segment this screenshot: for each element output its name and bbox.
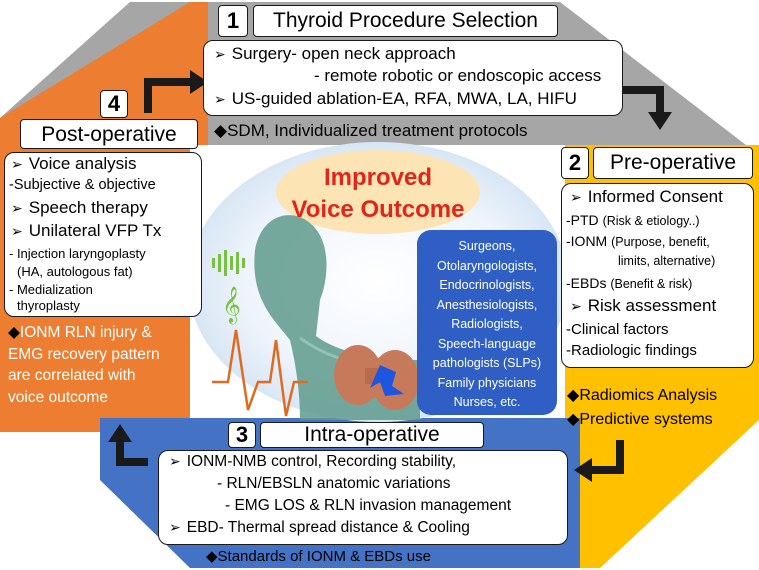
- specialists-panel: [417, 230, 557, 415]
- section-3-title: Intra-operative: [260, 422, 484, 448]
- section-4-title: Post-operative: [20, 119, 198, 149]
- s2-line-2b: (Purpose, benefit,: [611, 235, 710, 249]
- s2-line-4: -Clinical factors: [566, 321, 669, 338]
- s2-note-1: Radiomics Analysis: [579, 387, 718, 404]
- s4-note-3: are correlated with: [8, 367, 136, 384]
- diamond-icon: ◆: [214, 121, 228, 140]
- section-4-number: 4: [100, 90, 128, 118]
- s2-line-3a: -EBDs: [566, 275, 607, 291]
- section-1-content: ➢ Surgery- open neck approach - remote ro…: [203, 40, 623, 116]
- s1-note: SDM, Individualized treatment protocols: [227, 121, 528, 140]
- s4-line-4: Unilateral VFP Tx: [28, 221, 162, 240]
- s2-note-2: Predictive systems: [579, 411, 713, 428]
- specialist-item: Nurses, etc.: [453, 395, 521, 409]
- specialist-item: Endocrinologists,: [439, 278, 535, 292]
- specialist-item: pathologists (SLPs): [432, 356, 542, 370]
- bullet-arrow-icon: ➢: [214, 46, 226, 62]
- s4-note-4: voice outcome: [8, 388, 108, 406]
- specialist-item: Otolaryngologists,: [436, 258, 538, 273]
- specialist-item: Surgeons,: [458, 239, 516, 253]
- section-4-content: ➢Voice analysis -Subjective & objective …: [4, 152, 202, 317]
- s1-line-2: - remote robotic or endoscopic access: [314, 66, 602, 85]
- diamond-icon: ◆: [206, 548, 218, 565]
- emg-waveform: [212, 329, 308, 417]
- s3-note: Standards of IONM & EBDs use: [217, 548, 431, 565]
- thyroid-left-lobe: [334, 345, 382, 405]
- arrow-4-to-1-head: [190, 70, 208, 94]
- arrow-2-to-3-head: [574, 458, 592, 482]
- s4-note-1: IONM RLN injury &: [19, 324, 152, 341]
- headline-bubble: [276, 150, 480, 234]
- s3-line-4: EBD- Thermal spread distance & Cooling: [186, 519, 470, 536]
- bullet-arrow-icon: ➢: [11, 156, 23, 172]
- section-3-content: ➢IONM-NMB control, Recording stability, …: [158, 450, 568, 545]
- bullet-arrow-icon: ➢: [11, 200, 23, 216]
- s3-line-2: - RLN/EBSLN anatomic variations: [217, 475, 451, 492]
- s2-line-2a: -IONM: [566, 233, 608, 249]
- s4-note-2: EMG recovery pattern: [8, 345, 160, 363]
- s4-line-8: thyroplasty: [17, 298, 80, 313]
- s4-note-block: ◆IONM RLN injury & EMG recovery pattern …: [8, 322, 160, 408]
- arrow-3-to-4-head: [108, 424, 132, 442]
- s2-heading-1: Informed Consent: [587, 187, 723, 206]
- section-2-content: ➢ Informed Consent -PTD (Risk & etiology.…: [561, 183, 754, 368]
- thyroid-lesion: [370, 365, 404, 396]
- s1-line-1: Surgery- open neck approach: [231, 44, 456, 63]
- arrow-1-to-2: [622, 86, 664, 112]
- specialist-item: Anesthesiologists,: [436, 297, 538, 312]
- s1-line-3: US-guided ablation-EA, RFA, MWA, LA, HIF…: [231, 89, 577, 108]
- section-1-title: Thyroid Procedure Selection: [253, 5, 558, 37]
- music-note-icon: 𝄞: [222, 286, 241, 322]
- bullet-arrow-icon: ➢: [169, 519, 181, 535]
- specialists-list: Surgeons, Otolaryngologists, Endocrinolo…: [417, 237, 557, 413]
- bullet-arrow-icon: ➢: [214, 91, 226, 107]
- specialist-item: Speech-language: [438, 336, 536, 351]
- s2-heading-2: Risk assessment: [587, 296, 717, 315]
- s4-line-3: Speech therapy: [28, 198, 148, 217]
- arrow-3-to-4: [116, 442, 148, 466]
- section-3-number: 3: [228, 422, 256, 448]
- sound-wave-icon: [212, 250, 245, 276]
- thyroid-right-lobe: [371, 350, 419, 410]
- arrow-2-to-3: [590, 440, 624, 474]
- specialist-item: Family physicians: [437, 375, 537, 390]
- specialist-item: Radiologists,: [451, 317, 523, 331]
- diamond-icon: ◆: [8, 324, 20, 341]
- headline-line-1: Improved: [323, 164, 433, 191]
- s2-line-1b: (Risk & etiology..): [602, 214, 700, 228]
- s4-line-7: - Medialization: [9, 282, 93, 297]
- bullet-arrow-icon: ➢: [570, 189, 582, 205]
- s4-line-1: Voice analysis: [28, 154, 137, 173]
- section-2-title: Pre-operative: [593, 147, 753, 179]
- s2-line-2c: limits, alternative): [618, 254, 716, 268]
- s4-line-5: - Injection laryngoplasty: [9, 246, 146, 261]
- bullet-arrow-icon: ➢: [169, 453, 181, 469]
- arrow-1-to-2-head: [648, 112, 672, 130]
- s4-line-6: (HA, autologous fat): [17, 264, 133, 279]
- section-2-number: 2: [561, 147, 589, 179]
- bullet-arrow-icon: ➢: [570, 298, 582, 314]
- s4-line-2: -Subjective & objective: [9, 177, 156, 193]
- section-1-number: 1: [218, 5, 248, 37]
- diamond-icon: ◆: [567, 411, 580, 428]
- s3-line-1: IONM-NMB control, Recording stability,: [186, 453, 457, 470]
- s2-line-1a: -PTD: [566, 212, 599, 228]
- arrow-4-to-1: [144, 78, 190, 113]
- diamond-icon: ◆: [567, 387, 580, 404]
- s2-line-3b: (Benefit & risk): [610, 277, 693, 291]
- headline-line-2: Voice Outcome: [291, 196, 465, 223]
- bullet-arrow-icon: ➢: [11, 223, 23, 239]
- s2-line-5: -Radiologic findings: [566, 342, 697, 359]
- s3-line-3: - EMG LOS & RLN invasion management: [225, 497, 512, 514]
